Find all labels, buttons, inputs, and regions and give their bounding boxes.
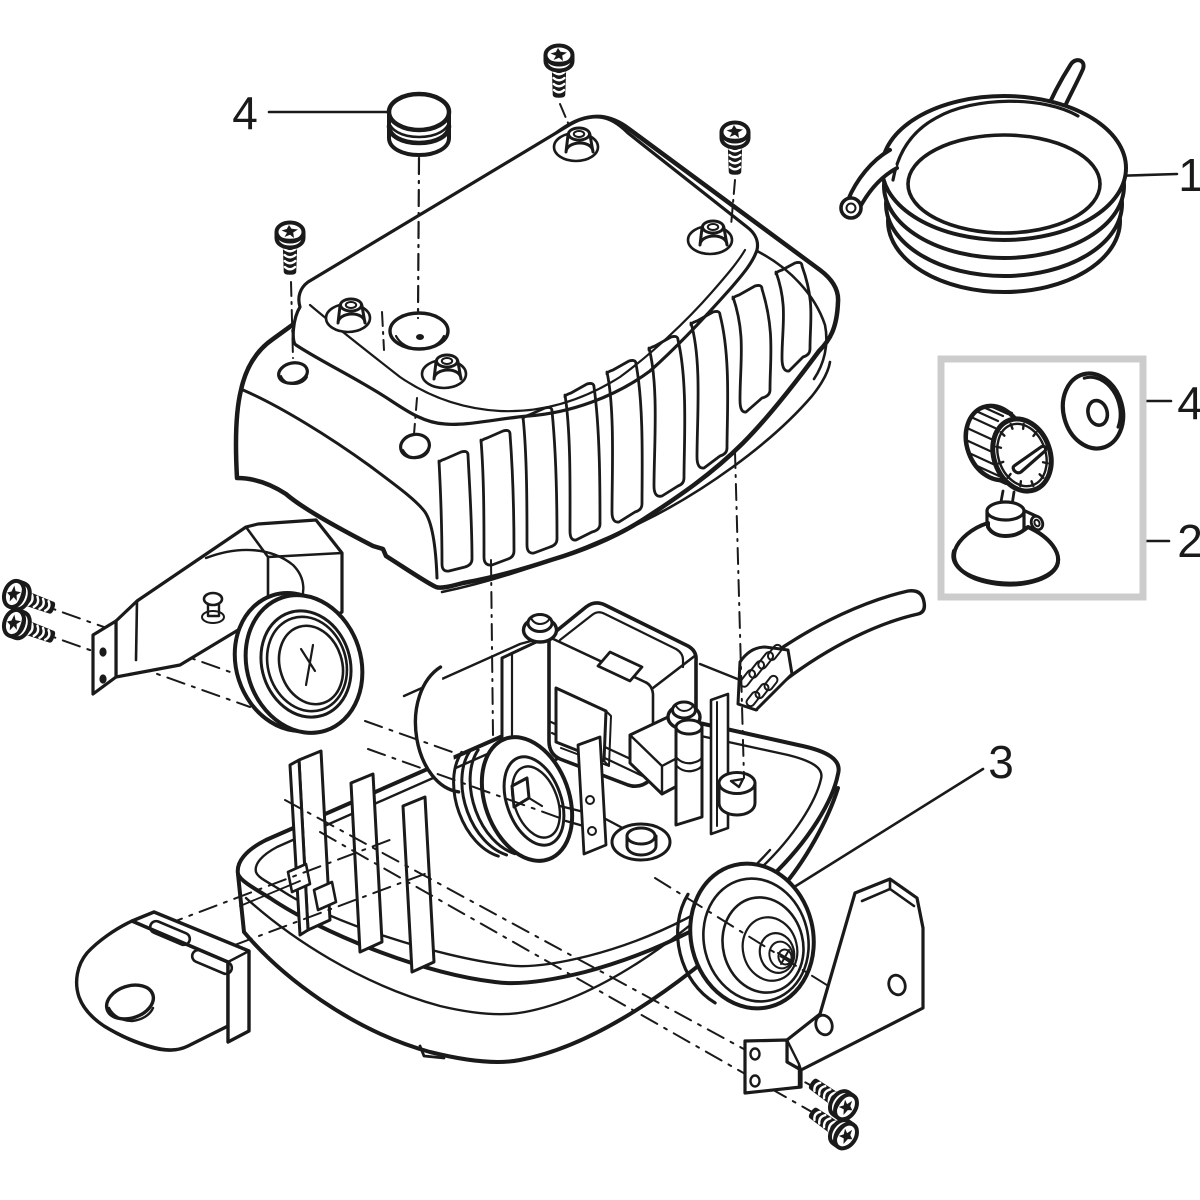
svg-text:4: 4 bbox=[232, 87, 258, 139]
svg-text:3: 3 bbox=[988, 736, 1014, 788]
svg-text:1: 1 bbox=[1178, 149, 1200, 201]
svg-text:4: 4 bbox=[1177, 377, 1200, 429]
svg-text:2: 2 bbox=[1177, 515, 1200, 567]
